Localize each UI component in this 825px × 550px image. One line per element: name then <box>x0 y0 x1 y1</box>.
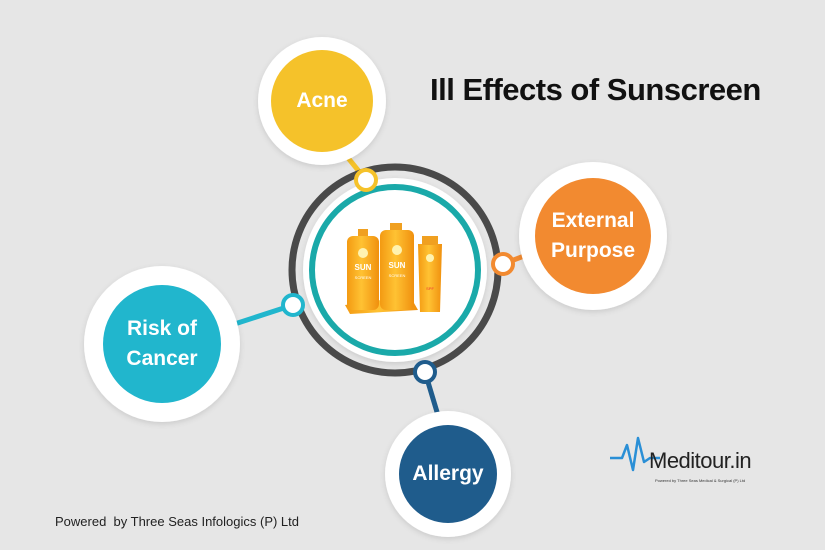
page-title: Ill Effects of Sunscreen <box>430 72 761 107</box>
bottle-label-sun: SUN <box>355 263 372 272</box>
logo-tagline: Powered by Three Seas Medical & Surgical… <box>655 478 746 483</box>
logo-name: Meditour.in <box>649 448 752 473</box>
node-label-allergy: Allergy <box>412 462 484 485</box>
node-risk-of-cancer <box>84 266 240 422</box>
node-label-external-purpose: External Purpose <box>550 209 636 262</box>
bottle-label-screen-2: SCREEN <box>389 273 406 278</box>
node-allergy <box>385 411 511 537</box>
junction-dot-external-purpose <box>491 252 515 276</box>
bottle-label-spf: SPF <box>426 286 434 291</box>
footer-credit: Powered by Three Seas Infologics (P) Ltd <box>55 514 299 529</box>
sunscreen-bottles-icon: SUN SCREEN SUN SCREEN SPF <box>345 223 442 314</box>
bottle-label-sun-2: SUN <box>389 261 406 270</box>
inner-ring <box>309 184 481 356</box>
node-external-purpose <box>519 162 667 310</box>
junction-dot-acne <box>354 168 378 192</box>
bottle-label-screen: SCREEN <box>355 275 372 280</box>
junction-dot-allergy <box>413 360 437 384</box>
node-label-risk-of-cancer: Risk of Cancer <box>126 317 198 370</box>
node-acne <box>258 37 386 165</box>
meditour-logo: Meditour.in Powered by Three Seas Medica… <box>605 432 775 492</box>
heartbeat-pulse-icon <box>610 436 660 472</box>
junction-dot-risk-of-cancer <box>281 293 305 317</box>
node-label-acne: Acne <box>296 89 348 112</box>
